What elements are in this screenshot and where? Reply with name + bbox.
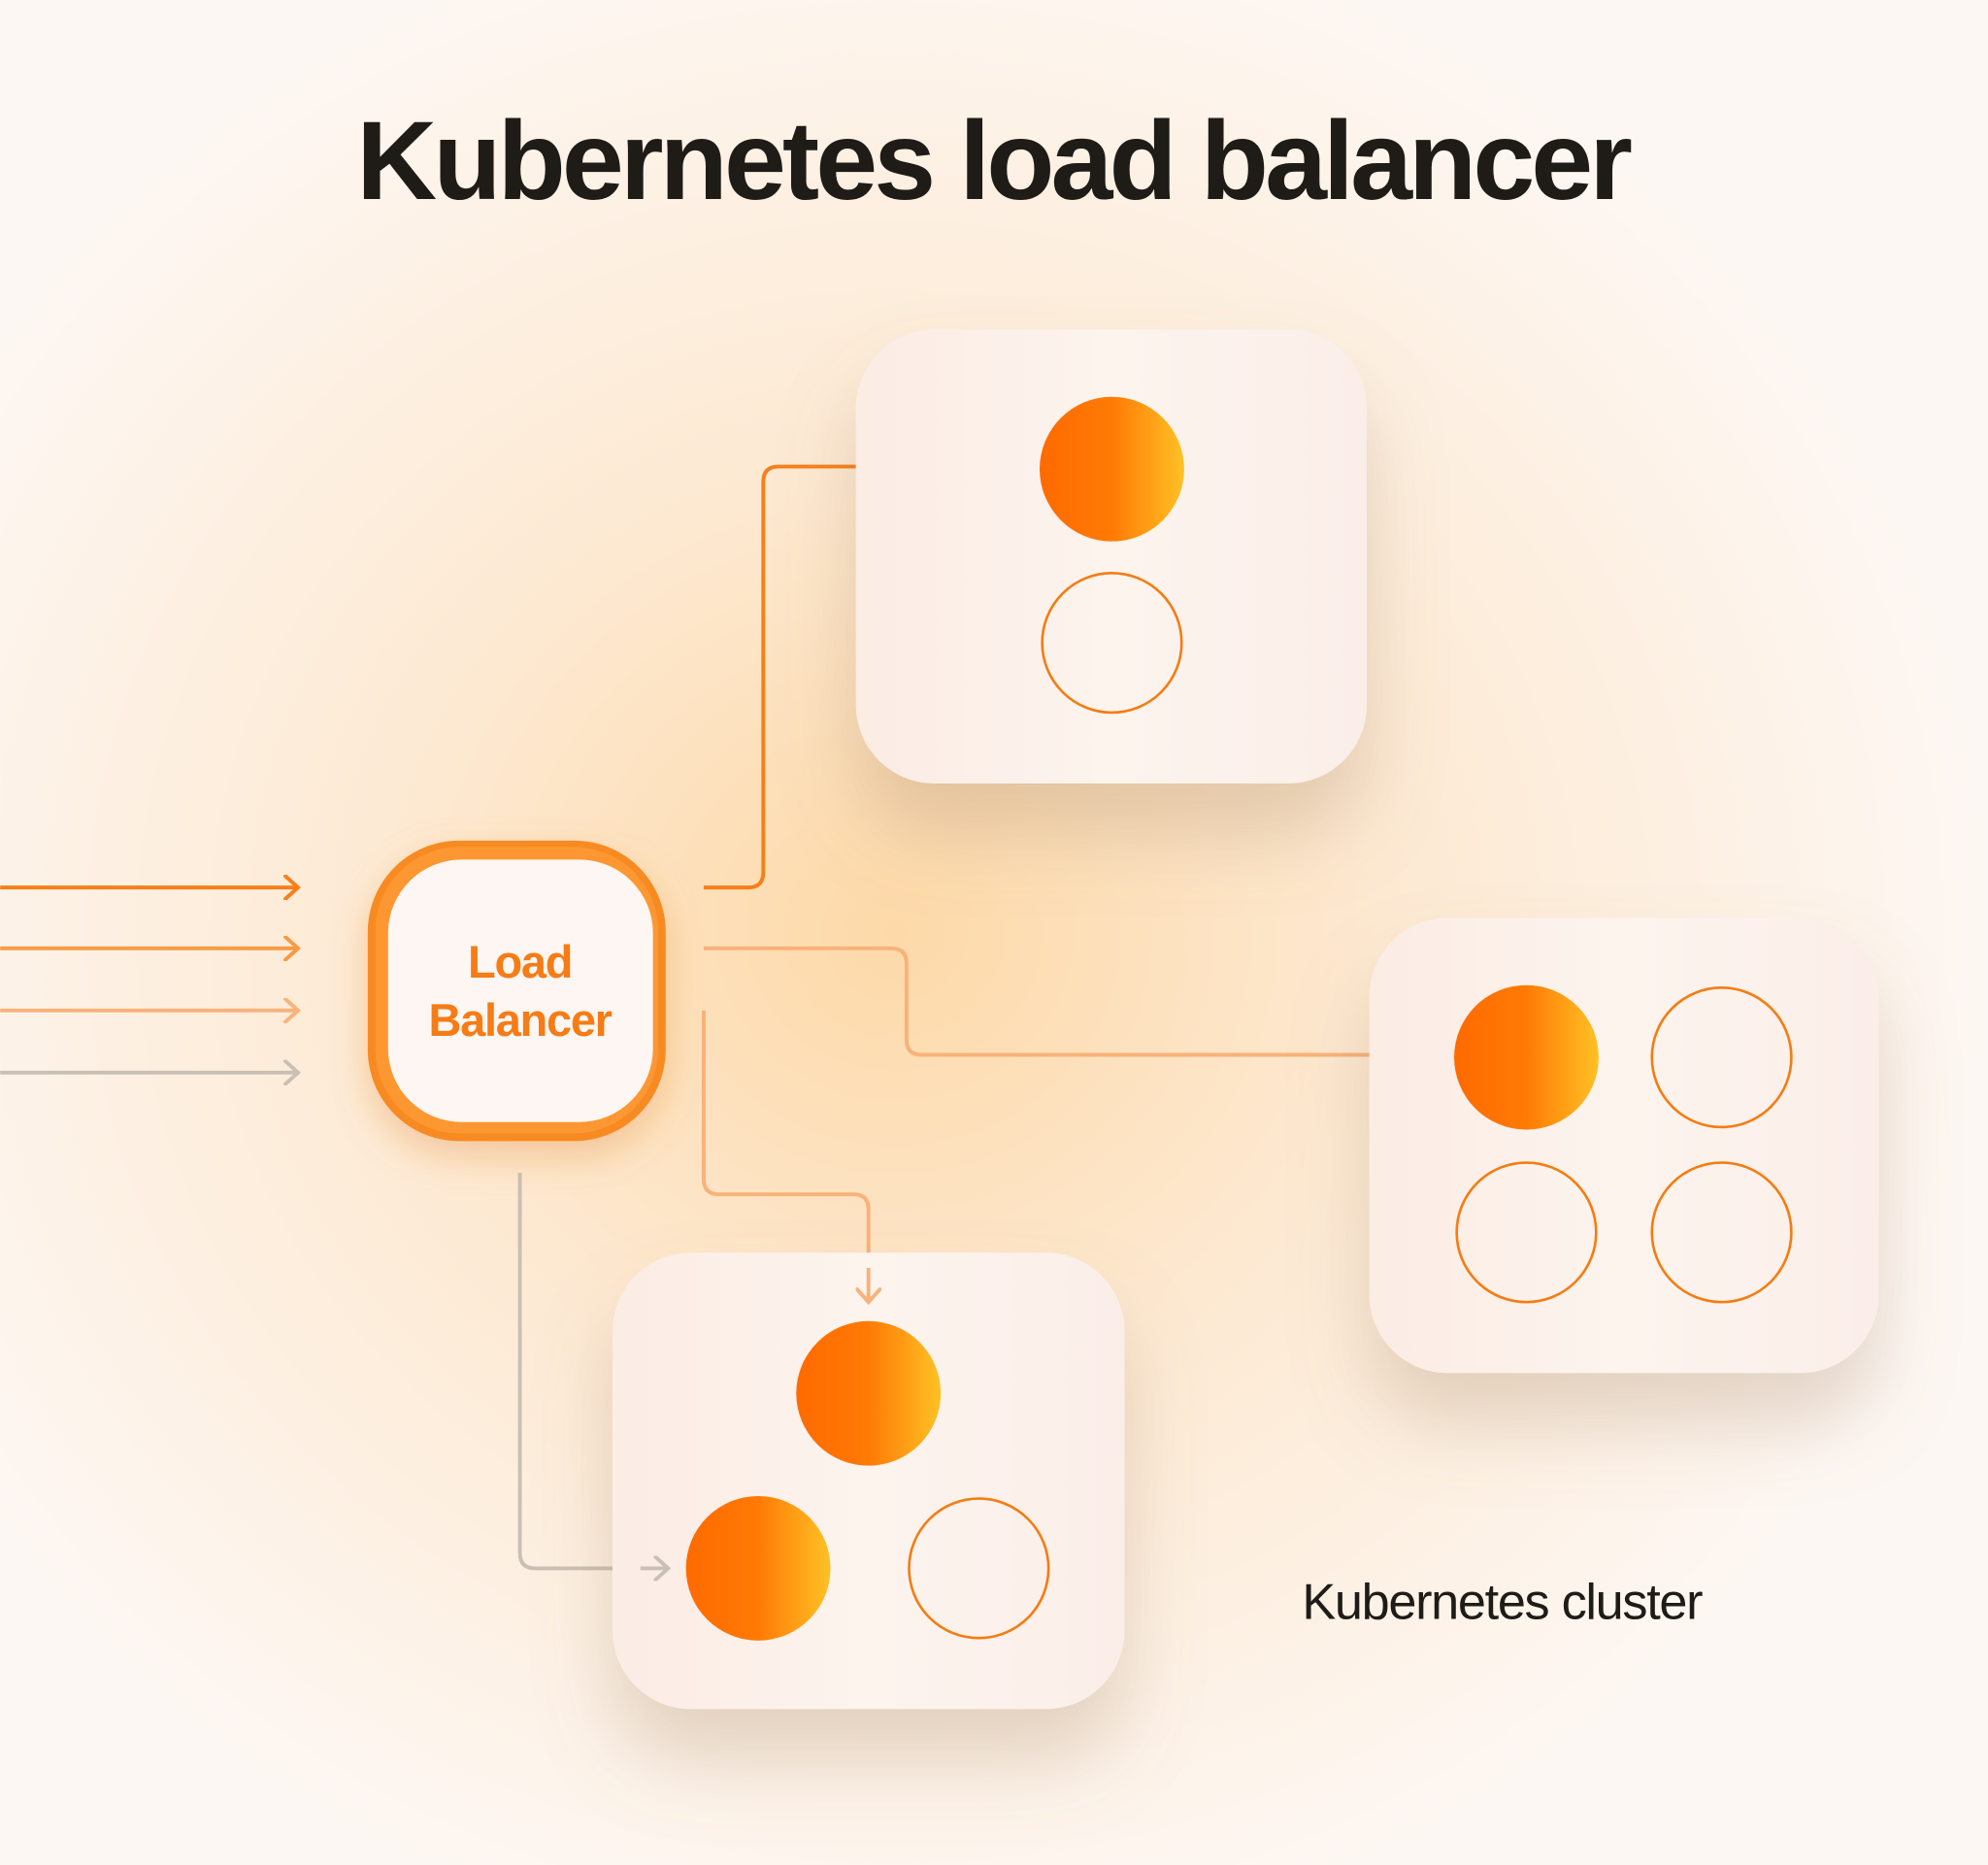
pod-idle [1650, 986, 1793, 1129]
node-right [1369, 917, 1879, 1374]
load-balancer: Load Balancer [367, 840, 666, 1142]
route-to-top-node [703, 467, 1002, 890]
node-card [1369, 917, 1879, 1374]
node-card [855, 329, 1367, 784]
pod-active [796, 1320, 942, 1466]
route-to-bottom-node-gray [517, 1172, 669, 1568]
pod-idle [1455, 1161, 1598, 1304]
pod-idle [1650, 1161, 1793, 1304]
page-title: Kubernetes load balancer [356, 99, 1631, 223]
pod-active [685, 1495, 831, 1641]
pod-idle [1041, 571, 1183, 715]
load-balancer-label-line1: Load [468, 936, 572, 987]
route-to-right-node [703, 946, 1421, 1055]
node-bottom [612, 1252, 1125, 1710]
pod-idle [908, 1497, 1050, 1640]
load-balancer-label-line2: Balancer [429, 994, 613, 1046]
route-to-bottom-node [701, 1010, 869, 1302]
node-top [855, 329, 1367, 784]
incoming-arrows [0, 887, 298, 1073]
pod-active [1454, 984, 1599, 1130]
pod-active [1040, 396, 1184, 542]
cluster-label: Kubernetes cluster [1302, 1575, 1703, 1631]
